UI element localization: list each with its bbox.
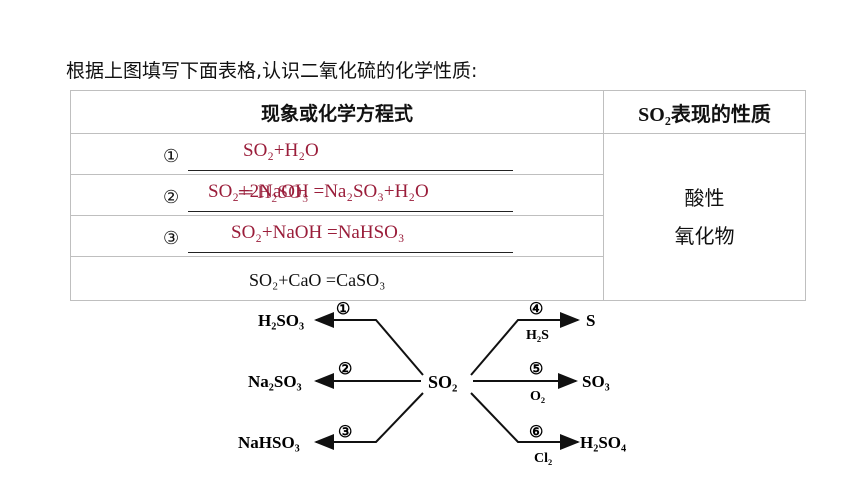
- branch-number: ③: [338, 424, 352, 441]
- branch-number: ①: [336, 301, 350, 318]
- row-marker: ①: [163, 146, 180, 167]
- reaction-diagram: SO₂ ① H₂SO₃ ② Na₂SO₃ ③ NaHSO₃ ④ H₂S S ⑤ …: [238, 301, 626, 466]
- arrow-right-6: [470, 392, 580, 450]
- header-property: SO₂表现的性质: [603, 90, 806, 134]
- property-cell: 酸性 氧化物: [603, 133, 806, 301]
- arrow-left-3: [314, 392, 424, 450]
- product-so3: SO₃: [582, 372, 610, 391]
- product-h2so4: H₂SO₄: [580, 433, 626, 452]
- property-oxide: 氧化物: [674, 224, 735, 248]
- table-row: ① SO₂+H₂O: [70, 133, 604, 175]
- branch-number: ②: [338, 361, 352, 378]
- answer-blank: [188, 170, 513, 171]
- answer-text: SO₂+H₂O: [243, 140, 319, 161]
- property-table: 现象或化学方程式 SO₂表现的性质 ① SO₂+H₂O 酸性 氧化物 ② SO₂…: [70, 90, 806, 301]
- branch-number: ⑥: [529, 424, 543, 441]
- arrow-left-1: [314, 312, 424, 376]
- answer-text: SO₂+NaOH =NaHSO₃: [231, 222, 405, 243]
- table-row: ② SO₂+2NaOH =Na₂SO₃+H₂O ═ H₂SO₃: [70, 174, 604, 216]
- reagent-cl2: Cl₂: [534, 451, 552, 466]
- branch-number: ⑤: [529, 361, 543, 378]
- reagent-h2s: H₂S: [526, 328, 549, 343]
- answer-blank: [188, 211, 513, 212]
- product-s: S: [586, 311, 595, 330]
- center-so2: SO₂: [428, 372, 457, 392]
- product-h2so3: H₂SO₃: [258, 311, 304, 330]
- overlap-text: ═ H₂SO₃: [239, 182, 309, 203]
- product-nahso3: NaHSO₃: [238, 433, 300, 452]
- arrow-right-4: [470, 312, 580, 376]
- branch-number: ④: [529, 301, 543, 318]
- intro-text: 根据上图填写下面表格,认识二氧化硫的化学性质:: [66, 60, 478, 82]
- answer-text: SO₂+2NaOH =Na₂SO₃+H₂O: [208, 181, 429, 202]
- answer-text: SO₂+CaO =CaSO₃: [249, 270, 386, 290]
- row-marker: ②: [163, 187, 180, 208]
- table-row: ③ SO₂+NaOH =NaHSO₃: [70, 215, 604, 257]
- row-marker: ③: [163, 228, 180, 249]
- reagent-o2: O₂: [530, 389, 545, 404]
- answer-blank: [188, 252, 513, 253]
- property-acidic: 酸性: [684, 186, 725, 210]
- product-na2so3: Na₂SO₃: [248, 372, 302, 391]
- header-equation: 现象或化学方程式: [70, 90, 604, 134]
- table-row: SO₂+CaO =CaSO₃: [70, 256, 604, 301]
